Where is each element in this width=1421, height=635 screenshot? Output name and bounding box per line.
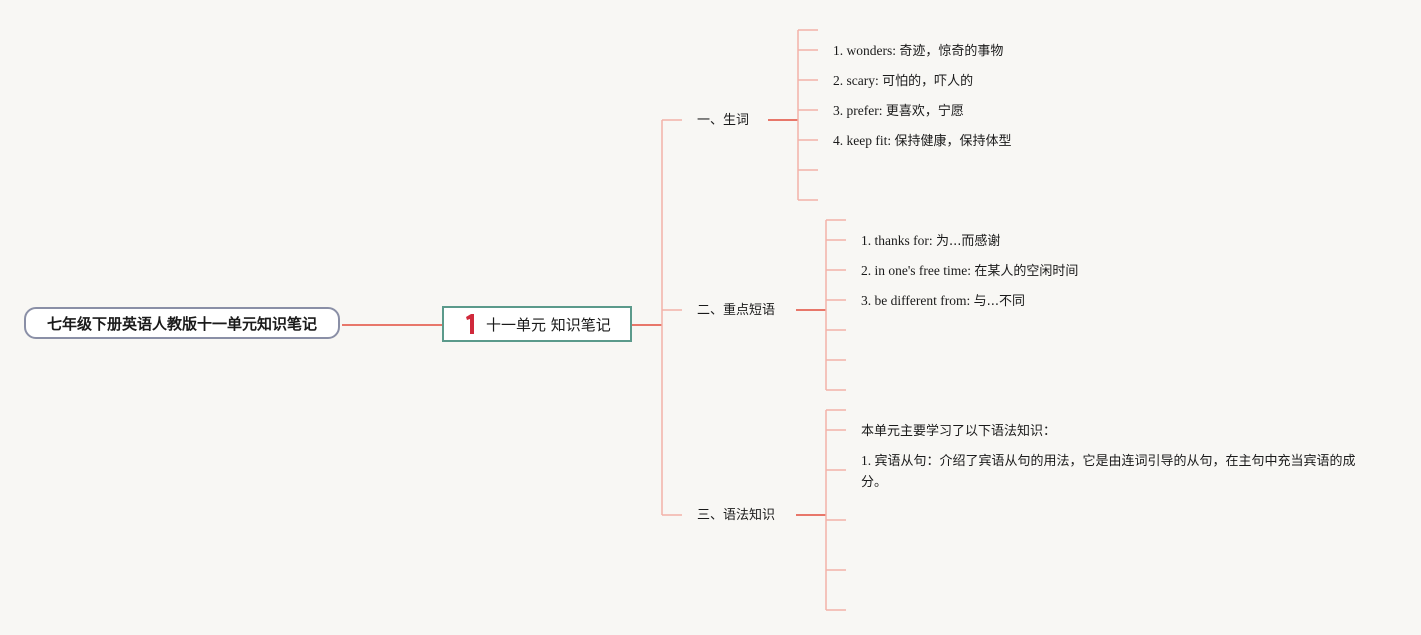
vocab-meaning: 更喜欢，宁愿 [885, 104, 964, 119]
phrase-item[interactable]: 3. be different from: 与...不同 [861, 291, 1025, 312]
phrase-term: 3. be different from: [861, 293, 974, 308]
grammar-intro[interactable]: 本单元主要学习了以下语法知识： [861, 421, 1056, 442]
vocab-meaning: 奇迹，惊奇的事物 [899, 44, 1004, 59]
root-title: 七年级下册英语人教版十一单元知识笔记 [46, 314, 317, 333]
grammar-item[interactable]: 1. 宾语从句：介绍了宾语从句的用法，它是由连词引导的从句，在主句中充当宾语的成… [861, 451, 1361, 493]
branch-label: 一、生词 [697, 113, 750, 128]
vocab-term: 4. keep fit: [833, 133, 895, 148]
branch-vocabulary[interactable]: 一、生词 [697, 113, 749, 129]
vocab-meaning: 保持健康，保持体型 [894, 134, 1012, 149]
phrase-item[interactable]: 2. in one's free time: 在某人的空闲时间 [861, 261, 1078, 282]
grammar-number: 1. [861, 453, 875, 468]
vocab-item[interactable]: 1. wonders: 奇迹，惊奇的事物 [833, 41, 1003, 62]
phrase-item[interactable]: 1. thanks for: 为...而感谢 [861, 231, 1000, 252]
grammar-intro-text: 本单元主要学习了以下语法知识： [861, 424, 1057, 439]
phrase-term: 2. in one's free time: [861, 263, 975, 278]
unit-node[interactable]: 十一单元 知识笔记 [442, 306, 632, 342]
number-1-icon [464, 312, 476, 336]
unit-title: 十一单元 知识笔记 [486, 315, 611, 334]
branch-key-phrases[interactable]: 二、重点短语 [697, 303, 775, 319]
grammar-text: 宾语从句：介绍了宾语从句的用法，它是由连词引导的从句，在主句中充当宾语的成分。 [861, 454, 1356, 490]
root-node[interactable]: 七年级下册英语人教版十一单元知识笔记 [24, 307, 340, 339]
phrase-meaning: 为...而感谢 [936, 234, 1001, 249]
vocab-term: 1. wonders: [833, 43, 900, 58]
vocab-term: 2. scary: [833, 73, 883, 88]
vocab-item[interactable]: 4. keep fit: 保持健康，保持体型 [833, 131, 1012, 152]
branch-label: 三、语法知识 [697, 508, 776, 523]
branch-grammar[interactable]: 三、语法知识 [697, 508, 775, 524]
phrase-meaning: 在某人的空闲时间 [974, 264, 1079, 279]
vocab-term: 3. prefer: [833, 103, 886, 118]
branch-label: 二、重点短语 [697, 303, 776, 318]
vocab-item[interactable]: 2. scary: 可怕的，吓人的 [833, 71, 973, 92]
vocab-item[interactable]: 3. prefer: 更喜欢，宁愿 [833, 101, 964, 122]
vocab-meaning: 可怕的，吓人的 [882, 74, 974, 89]
phrase-term: 1. thanks for: [861, 233, 936, 248]
phrase-meaning: 与...不同 [973, 294, 1025, 309]
